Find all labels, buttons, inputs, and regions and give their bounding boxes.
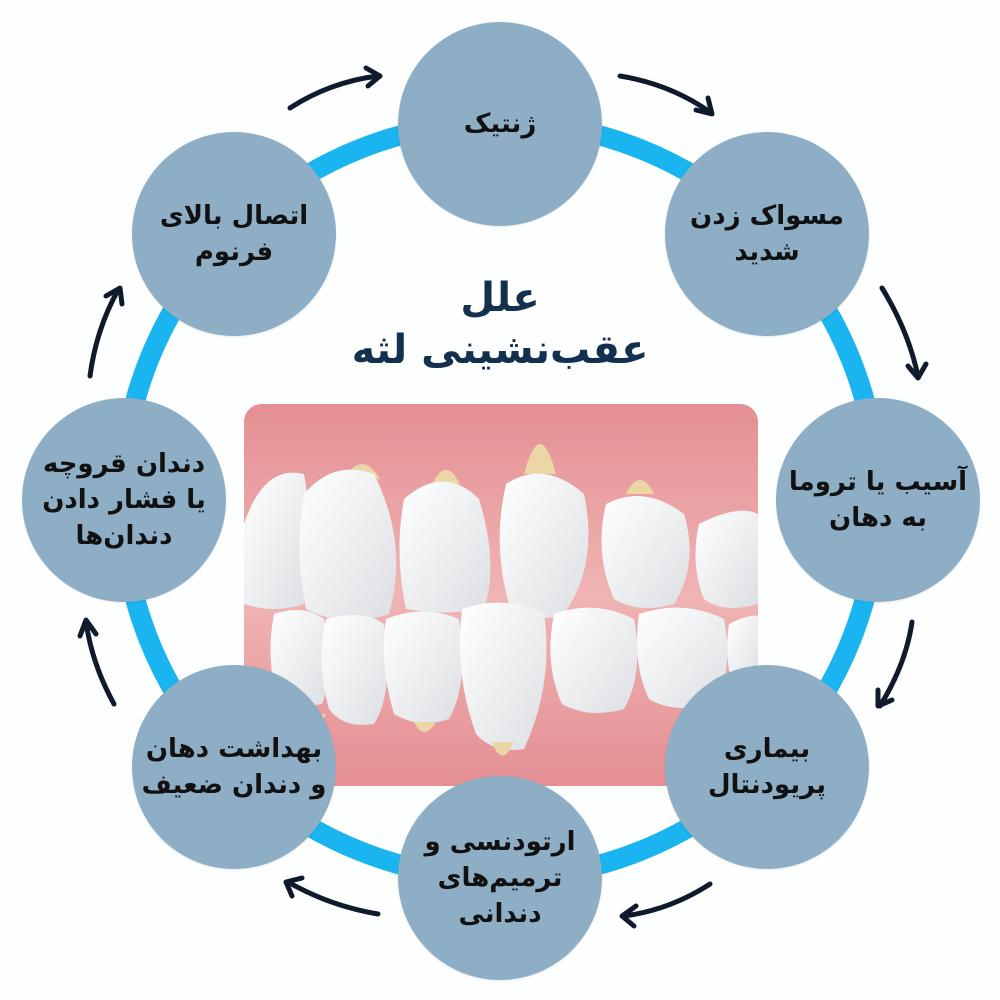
cause-trauma: آسیب یا تروما به دهان	[776, 398, 980, 602]
arrow-icon-4	[875, 619, 915, 709]
cause-bruxism: دندان قروچه یا فشار دادن دندان‌ها	[22, 398, 226, 602]
cause-label: دندان قروچه یا فشار دادن دندان‌ها	[42, 449, 206, 551]
cause-periodontal-disease: بیماری پریودنتال	[665, 665, 869, 869]
cause-orthodontics: ارتودنسی و ترمیم‌های دندانی	[398, 776, 602, 980]
arrow-icon-8	[87, 285, 125, 379]
cause-genetics: ژنتیک	[398, 22, 602, 226]
title-line-1: علل	[460, 275, 540, 321]
cause-label: آسیب یا تروما به دهان	[788, 467, 968, 533]
diagram-title: علل عقب‌نشینی لثه	[300, 272, 700, 376]
cause-label: مسواک زدن شدید	[690, 201, 844, 267]
arrow-icon-2	[617, 73, 715, 117]
arrow-icon-7	[77, 617, 117, 707]
cause-label: بیماری پریودنتال	[707, 734, 827, 800]
cause-label: ارتودنسی و ترمیم‌های دندانی	[424, 827, 576, 929]
arrow-icon-3	[879, 285, 929, 381]
cause-poor-hygiene: بهداشت دهان و دندان ضعیف	[132, 665, 336, 869]
cause-label: اتصال بالای فرنوم	[159, 201, 309, 267]
gum-recession-illustration	[244, 404, 758, 786]
cause-hard-brushing: مسواک زدن شدید	[665, 132, 869, 336]
arrow-icon-1	[287, 65, 383, 111]
cause-label: ژنتیک	[463, 109, 537, 139]
arrow-icon-6	[283, 875, 381, 917]
cause-high-frenum: اتصال بالای فرنوم	[132, 132, 336, 336]
title-line-2: عقب‌نشینی لثه	[351, 327, 649, 373]
cause-label: بهداشت دهان و دندان ضعیف	[141, 734, 327, 800]
arrow-icon-5	[619, 881, 713, 929]
